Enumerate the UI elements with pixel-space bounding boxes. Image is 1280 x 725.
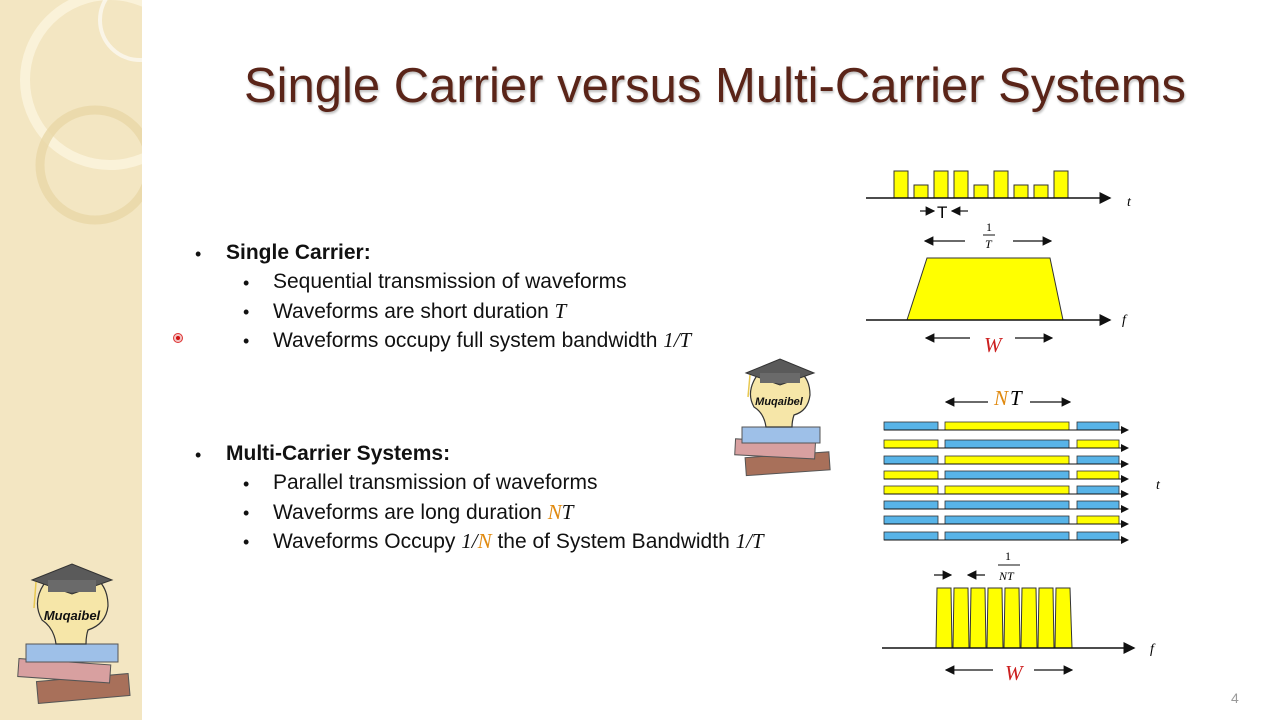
frac2-numerator: 1 xyxy=(1005,549,1011,563)
logo-text-bottom: Muqaibel xyxy=(44,608,101,623)
math-1-over: 1/ xyxy=(461,529,478,553)
W-label-2: W xyxy=(1005,661,1025,685)
T-label: T xyxy=(937,203,947,222)
f-label-2: f xyxy=(1150,642,1156,657)
NT-label-N: N xyxy=(993,386,1009,410)
single-bullet-3-text: Waveforms occupy full system bandwidth xyxy=(273,329,664,352)
multi-bullet-2: Waveforms are long duration NT xyxy=(273,500,573,525)
bullet-dot: • xyxy=(243,503,250,523)
single-bullet-1: Sequential transmission of waveforms xyxy=(273,270,627,293)
page-number: 4 xyxy=(1231,690,1239,706)
t-label-1: t xyxy=(1127,195,1132,210)
bullet-dot: • xyxy=(243,302,250,322)
W-label-1: W xyxy=(984,333,1004,357)
multi-carrier-streams xyxy=(883,421,1129,544)
frac2-denominator: NT xyxy=(998,569,1015,583)
bullet-dot: • xyxy=(195,244,202,264)
frac-denominator: T xyxy=(985,237,993,251)
bullet-dot: • xyxy=(243,331,250,351)
math-T: T xyxy=(554,299,567,323)
single-bullet-2-text: Waveforms are short duration xyxy=(273,300,555,323)
logo-text: Muqaibel xyxy=(755,396,804,408)
NT-label-T: T xyxy=(1010,386,1023,410)
multi-carrier-heading: Multi-Carrier Systems: xyxy=(226,442,451,465)
bullet-dot: • xyxy=(243,474,250,494)
math-T: T xyxy=(561,500,574,524)
laser-pointer-icon xyxy=(173,333,183,343)
multi-bullet-1: Parallel transmission of waveforms xyxy=(273,471,598,494)
t-label-2: t xyxy=(1156,478,1161,493)
multi-bullet-3-mid: the of System Bandwidth xyxy=(491,530,736,553)
f-label-1: f xyxy=(1122,313,1128,328)
single-carrier-time-pulses xyxy=(893,170,1069,199)
single-carrier-heading: Single Carrier: xyxy=(226,241,371,264)
math-N: N xyxy=(477,529,492,553)
frac-numerator: 1 xyxy=(986,220,992,234)
slide-title: Single Carrier versus Multi-Carrier Syst… xyxy=(243,59,1187,113)
muqaibel-logo-icon: Muqaibel xyxy=(734,358,831,477)
muqaibel-logo-bottom-icon: Muqaibel xyxy=(17,563,131,705)
math-1-over-T: 1/T xyxy=(663,328,692,352)
bullet-dot: • xyxy=(195,445,202,465)
math-N: N xyxy=(547,500,562,524)
bullet-dot: • xyxy=(243,532,250,552)
bullet-dot: • xyxy=(243,273,250,293)
math-1-over-T: 1/T xyxy=(735,529,764,553)
multi-bullet-3-pre: Waveforms Occupy xyxy=(273,530,462,553)
multi-carrier-spectrum xyxy=(935,587,1073,649)
single-bullet-2: Waveforms are short duration T xyxy=(273,299,566,324)
multi-bullet-3: Waveforms Occupy 1/N the of System Bandw… xyxy=(273,529,764,554)
multi-bullet-2-text: Waveforms are long duration xyxy=(273,501,548,524)
single-carrier-spectrum xyxy=(906,257,1064,321)
single-bullet-3: Waveforms occupy full system bandwidth 1… xyxy=(273,328,691,353)
